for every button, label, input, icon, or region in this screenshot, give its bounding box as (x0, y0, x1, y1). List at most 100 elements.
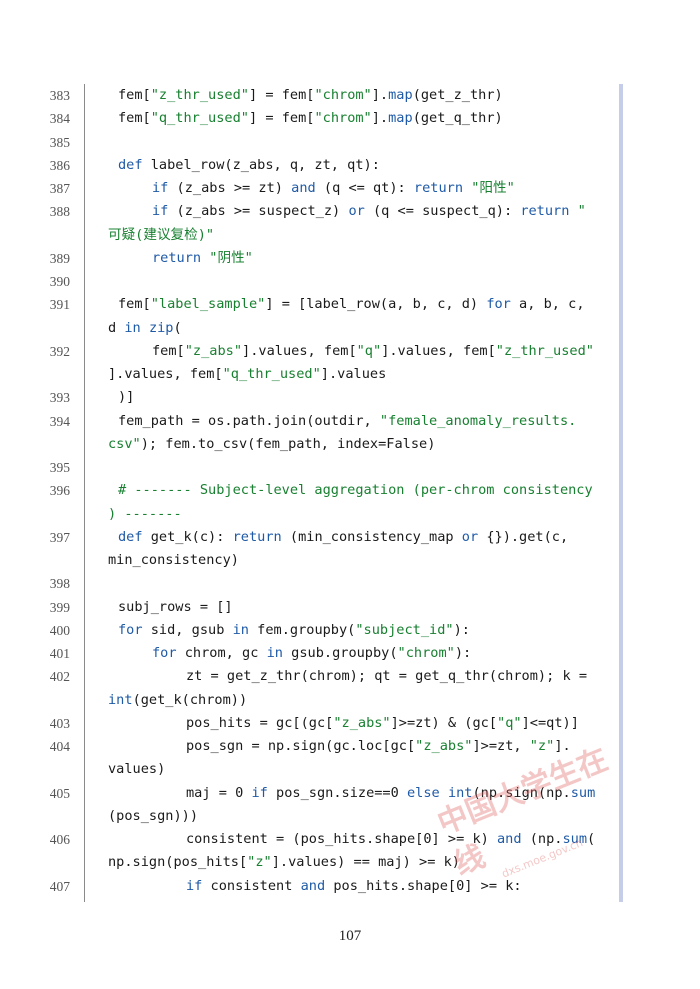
code-text: fem_path = os.path.join(outdir, "female_… (118, 410, 576, 433)
code-token: ].values, fem[ (381, 342, 496, 359)
code-token: ]>=zt, (472, 738, 530, 754)
code-token: map (388, 110, 413, 127)
code-token: chrom, gc (176, 645, 267, 661)
code-text: min_consistency) (108, 549, 239, 572)
code-text: pos_hits = gc[(gc["z_abs"]>=zt) & (gc["q… (186, 712, 579, 735)
code-token: # ------- Subject-level aggregation (per… (118, 482, 593, 499)
code-token: "z_abs" (333, 714, 391, 731)
code-token: ]. (371, 87, 389, 103)
code-line: np.sign(pos_hits["z"].values) == maj) >=… (0, 851, 700, 874)
code-token: (np.sign(np. (472, 784, 571, 801)
code-token: subj_rows = [] (118, 598, 233, 615)
code-token: (get_k(chrom)) (132, 691, 248, 708)
code-text: if (z_abs >= zt) and (q <= qt): return "… (152, 177, 515, 200)
code-text: # ------- Subject-level aggregation (per… (118, 479, 593, 502)
code-token: fem[ (118, 296, 151, 313)
code-text: maj = 0 if pos_sgn.size==0 else int(np.s… (186, 782, 595, 805)
code-token: fem.groupby( (248, 621, 356, 638)
code-block-right-border (619, 84, 623, 902)
code-token: and (497, 831, 522, 847)
code-token: (min_consistency_map (281, 528, 462, 545)
code-token: "q" (497, 714, 522, 731)
line-number: 402 (49, 669, 70, 685)
line-number: 398 (49, 576, 70, 592)
code-text: for sid, gsub in fem.groupby("subject_id… (118, 619, 470, 642)
code-line: 387 if (z_abs >= zt) and (q <= qt): retur… (0, 177, 700, 200)
code-token: zt = get_z_thr(chrom); qt = get_q_thr(ch… (186, 668, 588, 685)
code-text: d in zip( (108, 317, 182, 340)
code-token: ] = fem[ (248, 110, 315, 127)
code-text: np.sign(pos_hits["z"].values) == maj) >=… (108, 851, 460, 874)
code-token: fem[ (118, 110, 151, 127)
code-token: "z_abs" (415, 738, 473, 754)
code-token: zip (148, 319, 174, 336)
code-token: if (186, 877, 203, 894)
gutter-divider (84, 84, 85, 902)
code-token: pos_sgn.size==0 (267, 784, 407, 801)
line-number: 407 (49, 878, 70, 894)
code-token: (pos_sgn))) (108, 807, 199, 824)
code-token: (q <= qt): (315, 180, 414, 196)
code-token: if (152, 203, 169, 220)
line-number: 393 (49, 390, 70, 406)
code-token: def (118, 528, 143, 545)
code-text: int(get_k(chrom)) (108, 689, 247, 712)
code-token: "q" (356, 342, 382, 359)
code-token: (z_abs >= suspect_z) (168, 203, 349, 220)
code-token: min_consistency) (108, 552, 239, 568)
code-text: (pos_sgn))) (108, 805, 198, 828)
code-token: consistent = (pos_hits.shape[0] >= k) (186, 831, 497, 847)
code-line: 399 subj_rows = [] (0, 596, 700, 619)
code-token: values) (108, 761, 166, 778)
code-token: "label_sample" (150, 296, 266, 313)
code-token: "阳性" (471, 180, 515, 196)
code-text: fem["q_thr_used"] = fem["chrom"].map(get… (118, 107, 503, 130)
code-token: csv" (108, 435, 141, 452)
code-token: ): (453, 621, 470, 638)
code-token: pos_hits = gc[(gc[ (186, 714, 334, 731)
code-line: 385 (0, 131, 700, 154)
code-token: ( (173, 319, 182, 336)
code-text: for chrom, gc in gsub.groupby("chrom"): (152, 642, 471, 665)
code-token (141, 320, 149, 336)
line-number: 387 (49, 181, 70, 196)
code-token: "subject_id" (355, 621, 454, 638)
code-token: pos_hits.shape[0] >= k: (325, 877, 522, 894)
code-token: fem[ (152, 342, 185, 359)
code-token: in (124, 319, 141, 336)
code-token: "z" (529, 738, 555, 754)
code-text: ].values, fem["q_thr_used"].values (108, 363, 386, 386)
code-token: ]>=zt) & (gc[ (390, 714, 498, 731)
code-text: ) ------- (108, 503, 182, 526)
code-token: for (118, 621, 143, 638)
line-number: 405 (49, 785, 70, 801)
code-token: ].values, fem[ (108, 366, 223, 382)
code-line: csv"); fem.to_csv(fem_path, index=False) (0, 433, 700, 456)
code-token: for (152, 645, 177, 661)
code-token: (np. (521, 831, 563, 847)
code-token: ); fem.to_csv(fem_path, index=False) (140, 435, 436, 452)
code-token: return (413, 180, 464, 196)
code-token: return (520, 203, 570, 220)
page-number: 107 (338, 928, 362, 944)
code-token: (z_abs >= zt) (168, 180, 292, 196)
line-number: 399 (49, 599, 70, 615)
code-line: 390 (0, 270, 700, 293)
code-token: "z_abs" (184, 342, 243, 359)
code-token: maj = 0 (186, 784, 252, 801)
code-token: if (251, 784, 268, 801)
code-line: 393)] (0, 386, 700, 409)
code-line: 398 (0, 572, 700, 595)
code-token: 可疑(建议复检)" (108, 226, 215, 243)
code-line: values) (0, 758, 700, 781)
code-token: d (108, 319, 125, 336)
code-token: if (152, 180, 169, 196)
